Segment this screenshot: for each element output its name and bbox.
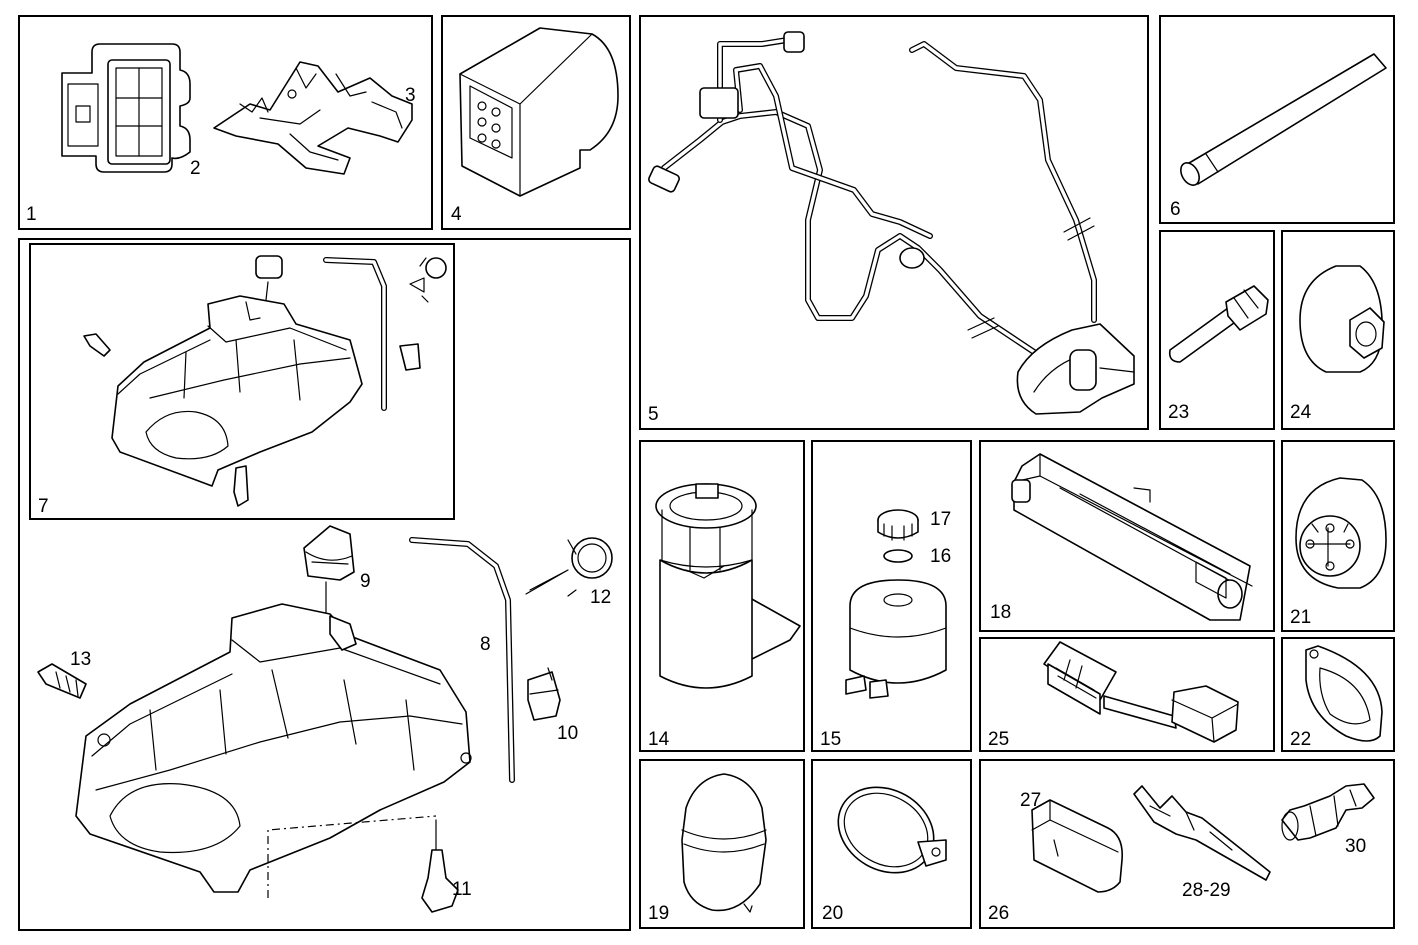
panel-5-frame (639, 15, 1149, 430)
part-label-15: 15 (820, 729, 841, 750)
part-label-13: 13 (70, 649, 91, 670)
bump-19-drawing (681, 773, 767, 913)
tube-drawing (1180, 53, 1387, 186)
part-label-23: 23 (1168, 402, 1189, 423)
panel-14-frame (639, 440, 805, 752)
inset-tank-drawing (83, 255, 447, 507)
mount-21-drawing (1295, 477, 1387, 589)
panel-7-frame (29, 243, 455, 520)
intercooler-drawing (1011, 453, 1253, 621)
part-label-12: 12 (590, 587, 611, 608)
panel-25-frame (979, 637, 1275, 752)
part-label-24: 24 (1290, 402, 1312, 423)
part-label-11: 11 (452, 879, 472, 900)
part-label-21: 21 (1290, 607, 1311, 628)
part-label-20: 20 (822, 903, 843, 924)
nut-24-drawing (1299, 265, 1385, 373)
part-label-16: 16 (930, 546, 951, 567)
panel-22-frame (1281, 637, 1395, 752)
part-label-4: 4 (451, 204, 462, 225)
part-label-3: 3 (405, 85, 416, 106)
part-label-22: 22 (1290, 729, 1311, 750)
panel-24-frame (1281, 230, 1395, 430)
panel-18-frame (979, 440, 1275, 632)
part-label-30: 30 (1345, 836, 1366, 857)
panel-19-frame (639, 759, 805, 929)
part-label-25: 25 (988, 729, 1009, 750)
gasket-drawing (1305, 645, 1383, 742)
part-label-9: 9 (360, 571, 371, 592)
connector-cap-drawing (1031, 799, 1124, 893)
panel-26-frame (979, 759, 1395, 929)
part-label-6: 6 (1170, 199, 1181, 220)
connector-block-drawing (459, 27, 619, 197)
part-label-28-29: 28-29 (1182, 880, 1231, 901)
part-label-14: 14 (648, 729, 670, 750)
pipe-assembly-drawing (648, 31, 1135, 415)
terminal-carrier-drawing (213, 61, 413, 175)
part-label-7: 7 (38, 496, 49, 517)
panel-21-frame (1281, 440, 1395, 632)
panel-6-frame (1159, 15, 1395, 224)
part-label-8: 8 (480, 634, 491, 655)
part-label-5: 5 (648, 404, 659, 425)
panel-8-frame (18, 238, 631, 931)
part-label-26: 26 (988, 903, 1009, 924)
part-label-27: 27 (1020, 790, 1041, 811)
clamp-band-drawing (837, 786, 947, 874)
part-label-2: 2 (190, 158, 201, 179)
part-label-17: 17 (930, 509, 951, 530)
sensor-23-drawing (1168, 285, 1269, 363)
part-label-19: 19 (648, 903, 669, 924)
part-label-1: 1 (26, 204, 37, 225)
terminal-pin-drawing (1133, 785, 1271, 881)
part-label-18: 18 (990, 602, 1011, 623)
panel-frames (18, 15, 1395, 931)
main-tank-drawing (37, 525, 613, 913)
connector-housing-drawing (61, 43, 191, 173)
wiring-connector-drawing (1043, 641, 1239, 743)
panel-15-frame (811, 440, 972, 752)
panel-1-frame (18, 15, 433, 230)
panel-23-frame (1159, 230, 1275, 430)
fuel-module-drawing (655, 483, 801, 689)
panel-20-frame (811, 759, 972, 929)
panel-4-frame (441, 15, 631, 230)
reservoir-drawing (845, 509, 947, 699)
plug-30-drawing (1281, 783, 1375, 841)
part-label-10: 10 (557, 723, 578, 744)
